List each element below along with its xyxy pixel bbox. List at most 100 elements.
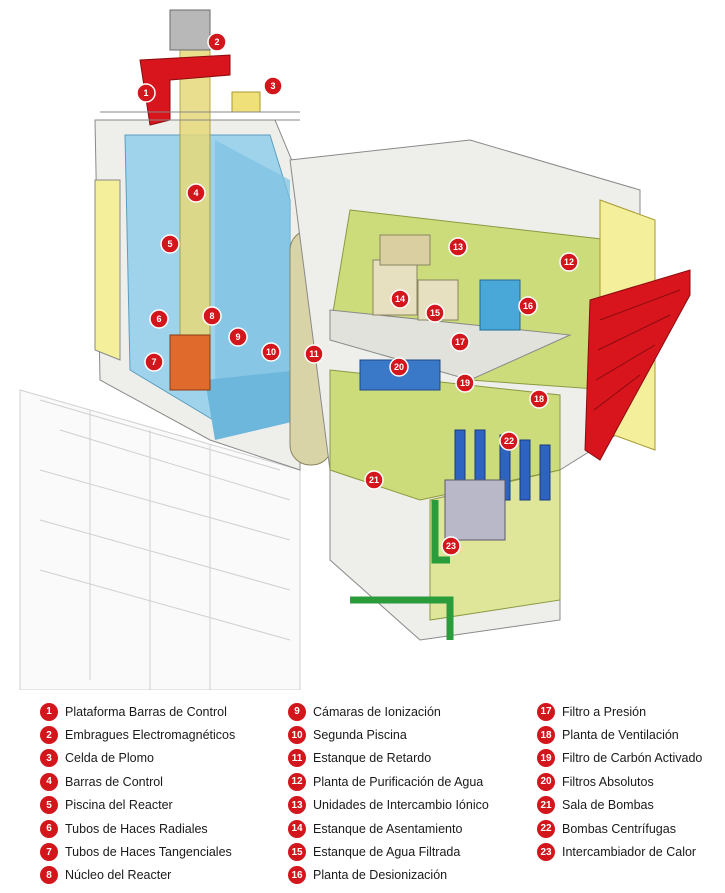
svg-text:13: 13 xyxy=(453,242,463,252)
legend-number-badge: 10 xyxy=(288,726,306,745)
legend-number-badge: 18 xyxy=(537,726,555,745)
svg-text:9: 9 xyxy=(235,332,240,342)
legend-number-badge: 21 xyxy=(537,796,555,815)
legend-number-badge: 22 xyxy=(537,819,555,838)
legend-number-badge: 4 xyxy=(40,772,58,791)
marker-10: 10 xyxy=(261,342,281,362)
legend-number-badge: 11 xyxy=(288,749,306,768)
marker-14: 14 xyxy=(390,289,410,309)
legend-number-badge: 12 xyxy=(288,772,306,791)
marker-1: 1 xyxy=(136,83,156,103)
svg-text:6: 6 xyxy=(156,314,161,324)
legend-label: Piscina del Reacter xyxy=(65,798,173,813)
legend-item: 3 Celda de Plomo xyxy=(40,747,235,770)
legend-number-badge: 16 xyxy=(288,866,306,885)
legend-label: Tubos de Haces Tangenciales xyxy=(65,845,232,860)
svg-text:16: 16 xyxy=(523,301,533,311)
marker-17: 17 xyxy=(450,332,470,352)
marker-11: 11 xyxy=(304,344,324,364)
legend-label: Estanque de Agua Filtrada xyxy=(313,845,461,860)
legend-item: 20 Filtros Absolutos xyxy=(537,770,702,793)
svg-text:15: 15 xyxy=(430,308,440,318)
legend-number-badge: 14 xyxy=(288,819,306,838)
marker-6: 6 xyxy=(149,309,169,329)
legend-label: Planta de Ventilación xyxy=(562,728,679,743)
legend-item: 16 Planta de Desionización xyxy=(288,864,489,887)
legend-item: 15 Estanque de Agua Filtrada xyxy=(288,840,489,863)
marker-12: 12 xyxy=(559,252,579,272)
legend-number-badge: 9 xyxy=(288,702,306,721)
marker-4: 4 xyxy=(186,183,206,203)
marker-3: 3 xyxy=(263,76,283,96)
marker-23: 23 xyxy=(441,536,461,556)
legend-number-badge: 20 xyxy=(537,772,555,791)
marker-8: 8 xyxy=(202,306,222,326)
legend-label: Celda de Plomo xyxy=(65,751,154,766)
svg-text:2: 2 xyxy=(214,37,219,47)
legend-number-badge: 23 xyxy=(537,843,555,862)
legend-label: Bombas Centrífugas xyxy=(562,821,676,836)
marker-9: 9 xyxy=(228,327,248,347)
marker-21: 21 xyxy=(364,470,384,490)
svg-text:1: 1 xyxy=(143,88,148,98)
svg-text:4: 4 xyxy=(193,188,198,198)
svg-text:17: 17 xyxy=(455,337,465,347)
legend-label: Planta de Desionización xyxy=(313,868,448,883)
svg-text:22: 22 xyxy=(504,436,514,446)
legend-number-badge: 15 xyxy=(288,843,306,862)
svg-text:23: 23 xyxy=(446,541,456,551)
legend-label: Tubos de Haces Radiales xyxy=(65,821,208,836)
svg-text:5: 5 xyxy=(167,239,172,249)
legend-label: Estanque de Asentamiento xyxy=(313,821,463,836)
legend-item: 11 Estanque de Retardo xyxy=(288,747,489,770)
marker-18: 18 xyxy=(529,389,549,409)
legend-item: 12 Planta de Purificación de Agua xyxy=(288,770,489,793)
legend-label: Barras de Control xyxy=(65,774,163,789)
marker-19: 19 xyxy=(455,373,475,393)
diagram-markers: 1 2 3 4 5 6 7 8 9 10 11 12 13 14 15 16 1… xyxy=(136,32,579,556)
marker-13: 13 xyxy=(448,237,468,257)
marker-2: 2 xyxy=(207,32,227,52)
legend-item: 19 Filtro de Carbón Activado xyxy=(537,747,702,770)
marker-20: 20 xyxy=(389,357,409,377)
legend-label: Unidades de Intercambio Iónico xyxy=(313,798,489,813)
legend-number-badge: 7 xyxy=(40,843,58,862)
legend-item: 13 Unidades de Intercambio Iónico xyxy=(288,794,489,817)
legend-item: 4 Barras de Control xyxy=(40,770,235,793)
svg-text:18: 18 xyxy=(534,394,544,404)
legend-label: Filtro de Carbón Activado xyxy=(562,751,703,766)
legend-number-badge: 19 xyxy=(537,749,555,768)
legend-number-badge: 6 xyxy=(40,819,58,838)
legend-item: 6 Tubos de Haces Radiales xyxy=(40,817,235,840)
legend-label: Núcleo del Reacter xyxy=(65,868,172,883)
legend-item: 8 Núcleo del Reacter xyxy=(40,864,235,887)
marker-22: 22 xyxy=(499,431,519,451)
legend-label: Planta de Purificación de Agua xyxy=(313,774,484,789)
legend-item: 22 Bombas Centrífugas xyxy=(537,817,702,840)
legend-item: 14 Estanque de Asentamiento xyxy=(288,817,489,840)
legend-label: Estanque de Retardo xyxy=(313,751,432,766)
svg-text:20: 20 xyxy=(394,362,404,372)
legend-label: Segunda Piscina xyxy=(313,728,407,743)
marker-15: 15 xyxy=(425,303,445,323)
svg-text:3: 3 xyxy=(270,81,275,91)
legend-number-badge: 2 xyxy=(40,726,58,745)
legend-number-badge: 13 xyxy=(288,796,306,815)
svg-text:14: 14 xyxy=(395,294,405,304)
legend-label: Filtros Absolutos xyxy=(562,774,654,789)
marker-5: 5 xyxy=(160,234,180,254)
svg-text:8: 8 xyxy=(209,311,214,321)
legend-number-badge: 3 xyxy=(40,749,58,768)
legend-label: Filtro a Presión xyxy=(562,704,647,719)
legend-number-badge: 8 xyxy=(40,866,58,885)
